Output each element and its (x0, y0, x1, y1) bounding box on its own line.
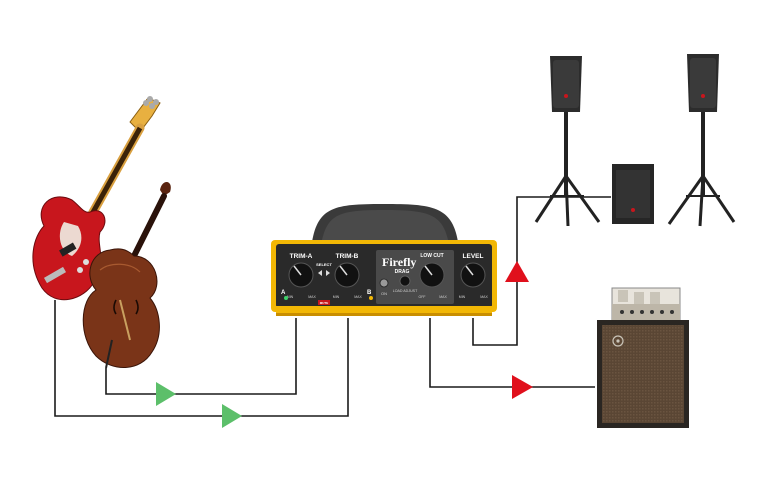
label-input-b: B (367, 290, 372, 296)
low-cut-off: OFF (419, 295, 426, 299)
trim-b-knob[interactable] (334, 262, 360, 288)
trim-a-min: MIN (287, 295, 294, 299)
subwoofer-icon (612, 164, 654, 224)
mute-label: MUTE (320, 301, 329, 305)
input-arrow-electric (222, 404, 242, 428)
cable-electric-bass (54, 300, 349, 417)
label-level: LEVEL (463, 253, 484, 260)
brand-logo: Firefly (382, 255, 416, 269)
level-max: MAX (480, 295, 488, 299)
bass-amp-stack-icon (597, 287, 689, 428)
load-adjust-knob[interactable] (399, 275, 411, 287)
trim-b-min: MIN (333, 295, 340, 299)
trim-b-max: MAX (354, 295, 362, 299)
label-on: ON (381, 291, 387, 296)
label-trim-b: TRIM-B (336, 253, 359, 260)
output-arrow-amp (512, 375, 533, 399)
label-low-cut: LOW CUT (420, 253, 443, 259)
led-a (284, 296, 288, 300)
mute-button[interactable]: MUTE (318, 300, 330, 305)
pa-speaker-left-icon (534, 56, 601, 227)
select-switch[interactable] (318, 270, 330, 276)
label-drag: DRAG (395, 269, 410, 275)
trim-a-max: MAX (308, 295, 316, 299)
trim-a-knob[interactable] (288, 262, 314, 288)
level-knob[interactable] (460, 262, 486, 288)
level-min: MIN (459, 295, 466, 299)
low-cut-max: MAX (439, 295, 447, 299)
led-b (369, 296, 373, 300)
label-select: SELECT (316, 262, 332, 267)
label-load-adjust: LOAD ADJUST (393, 289, 418, 293)
label-trim-a: TRIM-A (290, 253, 313, 260)
input-arrow-upright (156, 382, 176, 406)
cables (54, 196, 611, 417)
electric-bass-guitar-icon (32, 96, 161, 301)
cable-to-amp (429, 318, 595, 388)
cable-to-pa (472, 196, 611, 346)
cable-upright-bass (105, 318, 297, 395)
double-bass-icon (82, 181, 171, 369)
label-input-a: A (281, 290, 286, 296)
pa-speaker-right-icon (667, 54, 736, 227)
drag-button[interactable] (379, 278, 389, 288)
output-arrow-pa (505, 261, 529, 282)
preamp-di-box-icon: TRIM-A MIN MAX A SELECT TRIM-B MIN MAX B… (271, 204, 497, 316)
low-cut-knob[interactable] (419, 262, 445, 288)
